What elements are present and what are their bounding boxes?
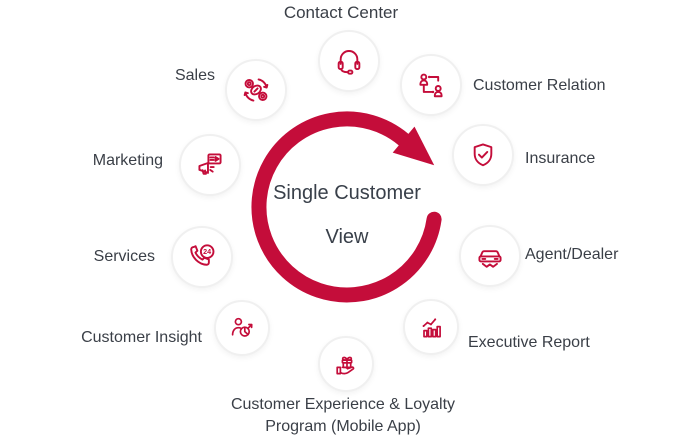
center-title-line2: View (325, 226, 369, 248)
person-analytics-icon (231, 317, 253, 337)
services-label: Services (93, 248, 155, 265)
contact-center-label: Contact Center (283, 3, 399, 22)
customer-experience-label-line1: Customer Experience & Loyalty (230, 396, 456, 413)
marketing-label: Marketing (92, 152, 163, 169)
customer-experience-circle (318, 336, 374, 392)
shield-check-icon (473, 143, 493, 167)
connected-people-icon (419, 73, 443, 98)
headset-icon (337, 50, 361, 75)
customer-experience-label: Customer Experience & Loyalty Program (M… (193, 394, 493, 438)
megaphone-video-icon (198, 153, 222, 175)
contact-center-circle (318, 30, 380, 92)
bar-chart-trend-icon (422, 318, 441, 338)
customer-relation-circle (400, 54, 462, 116)
sales-circle (225, 59, 287, 121)
center-title-line1: Single Customer (273, 182, 421, 204)
insurance-label: Insurance (525, 150, 596, 167)
cycle-arc (251, 111, 442, 303)
agent-dealer-label: Agent/Dealer (525, 246, 619, 263)
cycle-arrowhead (392, 126, 435, 166)
executive-report-circle (403, 299, 459, 355)
services-circle: 24 (171, 226, 233, 288)
customer-insight-circle (214, 300, 270, 356)
phone-24-badge: 24 (203, 247, 211, 256)
phone-24-icon: 24 (190, 244, 215, 266)
customer-relation-label: Customer Relation (473, 77, 606, 94)
marketing-circle (179, 134, 241, 196)
executive-report-label: Executive Report (468, 334, 590, 351)
coins-exchange-icon (243, 78, 269, 102)
gift-in-hand-icon (336, 356, 355, 375)
insurance-circle (452, 124, 514, 186)
sales-label: Sales (174, 67, 215, 84)
car-handshake-icon (478, 250, 502, 268)
customer-experience-label-line2: Program (Mobile App) (265, 418, 421, 435)
agent-dealer-circle (459, 225, 521, 287)
customer-insight-label: Customer Insight (81, 329, 202, 346)
